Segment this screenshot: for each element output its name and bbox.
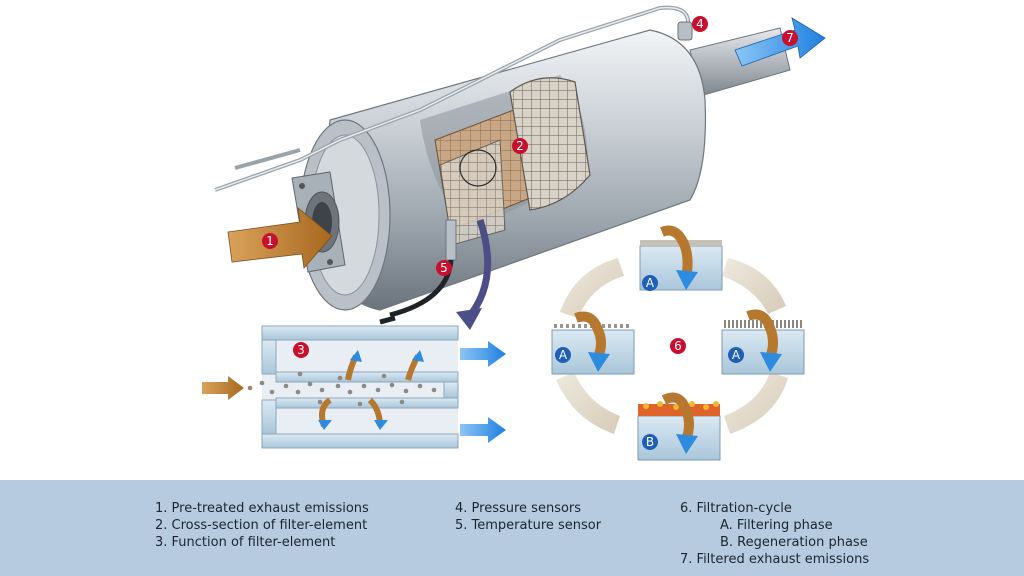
legend-item-1: 1. Pre-treated exhaust emissions <box>155 501 369 516</box>
cycle-panel-top <box>639 225 723 291</box>
marker-5: 5 <box>436 260 452 276</box>
svg-text:7: 7 <box>786 31 794 45</box>
cycle-panel-left <box>551 311 635 375</box>
legend-item-2: 2. Cross-section of filter-element <box>155 518 368 533</box>
legend-item-6b: B. Regeneration phase <box>720 535 868 550</box>
filter-outlet-arrow-bottom <box>460 417 506 443</box>
cycle-panel-bottom <box>637 392 721 461</box>
legend-item-6a: A. Filtering phase <box>720 518 833 533</box>
legend-item-6: 6. Filtration-cycle <box>680 501 792 516</box>
filter-function-diagram <box>202 325 506 449</box>
wall-passing-arrows <box>318 350 424 430</box>
legend-item-3: 3. Function of filter-element <box>155 535 336 550</box>
svg-text:A: A <box>559 348 568 362</box>
cycle-panel-right <box>721 309 805 375</box>
phase-marker-left: A <box>555 347 571 363</box>
svg-text:5: 5 <box>440 261 448 275</box>
svg-text:B: B <box>646 435 654 449</box>
phase-marker-top: A <box>642 275 658 291</box>
legend-column-3: 6. Filtration-cycle A. Filtering phase B… <box>680 500 869 568</box>
marker-4: 4 <box>692 16 708 32</box>
legend-item-5: 5. Temperature sensor <box>455 518 602 533</box>
svg-text:A: A <box>646 276 655 290</box>
marker-2: 2 <box>512 138 528 154</box>
legend-item-4: 4. Pressure sensors <box>455 501 582 516</box>
dpf-canister <box>214 5 791 330</box>
filter-inlet-arrow <box>202 376 244 400</box>
svg-text:6: 6 <box>674 339 682 353</box>
inlet-exhaust-arrow <box>227 207 333 269</box>
marker-6: 6 <box>670 338 686 354</box>
outlet-clean-arrow <box>734 17 826 67</box>
marker-1: 1 <box>262 233 278 249</box>
svg-text:4: 4 <box>696 17 704 31</box>
marker-7: 7 <box>782 30 798 46</box>
dpf-diagram: 1 2 3 4 5 6 7 A A A B <box>202 5 826 461</box>
phase-marker-right: A <box>728 347 744 363</box>
filter-block <box>434 77 591 246</box>
filter-outlet-arrow-top <box>460 341 506 367</box>
legend-column-2: 4. Pressure sensors 5. Temperature senso… <box>455 500 601 534</box>
svg-text:1: 1 <box>266 234 274 248</box>
svg-text:A: A <box>732 348 741 362</box>
legend-panel: 1. Pre-treated exhaust emissions 2. Cros… <box>0 480 1024 576</box>
legend-item-7: 7. Filtered exhaust emissions <box>680 552 870 567</box>
svg-text:3: 3 <box>297 343 305 357</box>
phase-marker-bottom: B <box>642 434 658 450</box>
marker-3: 3 <box>293 342 309 358</box>
legend-column-1: 1. Pre-treated exhaust emissions 2. Cros… <box>155 500 369 551</box>
svg-text:2: 2 <box>516 139 524 153</box>
filtration-cycle <box>551 225 805 461</box>
